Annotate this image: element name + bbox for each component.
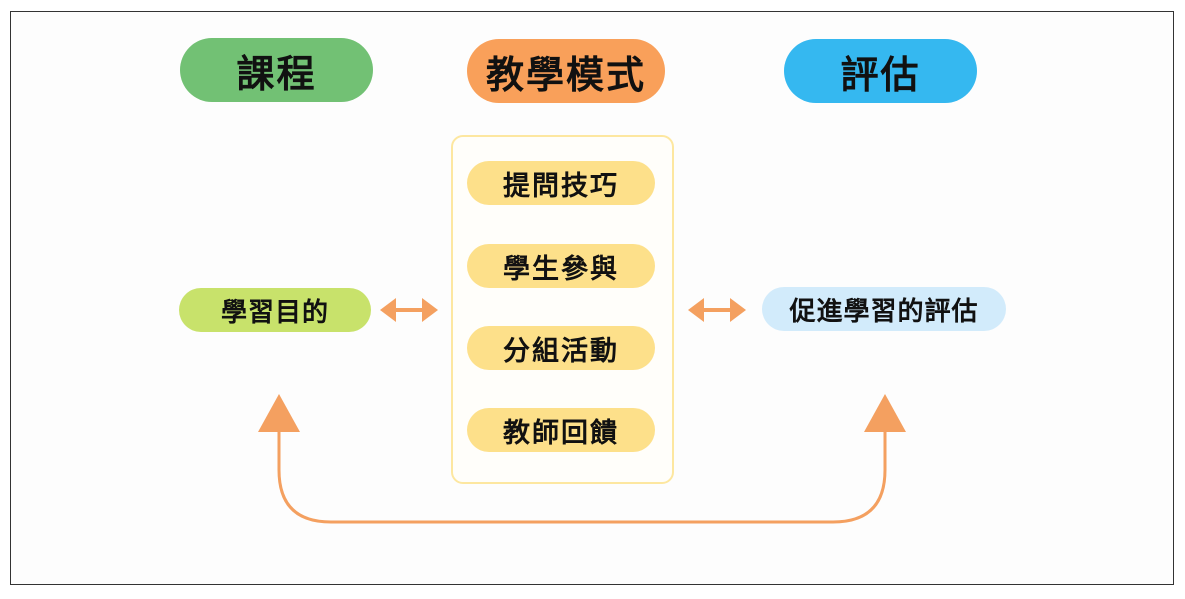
center-item-student-engagement: 學生參與: [467, 244, 655, 288]
center-item-questioning: 提問技巧: [467, 161, 655, 205]
curriculum-header: 課程: [180, 38, 373, 102]
right-double-arrow-icon: [688, 298, 746, 322]
center-item-teacher-feedback: 教師回饋: [467, 408, 655, 452]
learning-goal-node: 學習目的: [179, 288, 371, 332]
assessment-for-learning-node: 促進學習的評估: [762, 287, 1006, 331]
assessment-header: 評估: [784, 39, 977, 103]
center-item-group-activities: 分組活動: [467, 326, 655, 370]
right-up-arrowhead-icon: [864, 394, 906, 432]
left-up-arrowhead-icon: [258, 394, 300, 432]
left-double-arrow-icon: [380, 298, 438, 322]
feedback-loop-curve: [277, 430, 887, 524]
teaching-mode-header: 教學模式: [467, 39, 665, 103]
